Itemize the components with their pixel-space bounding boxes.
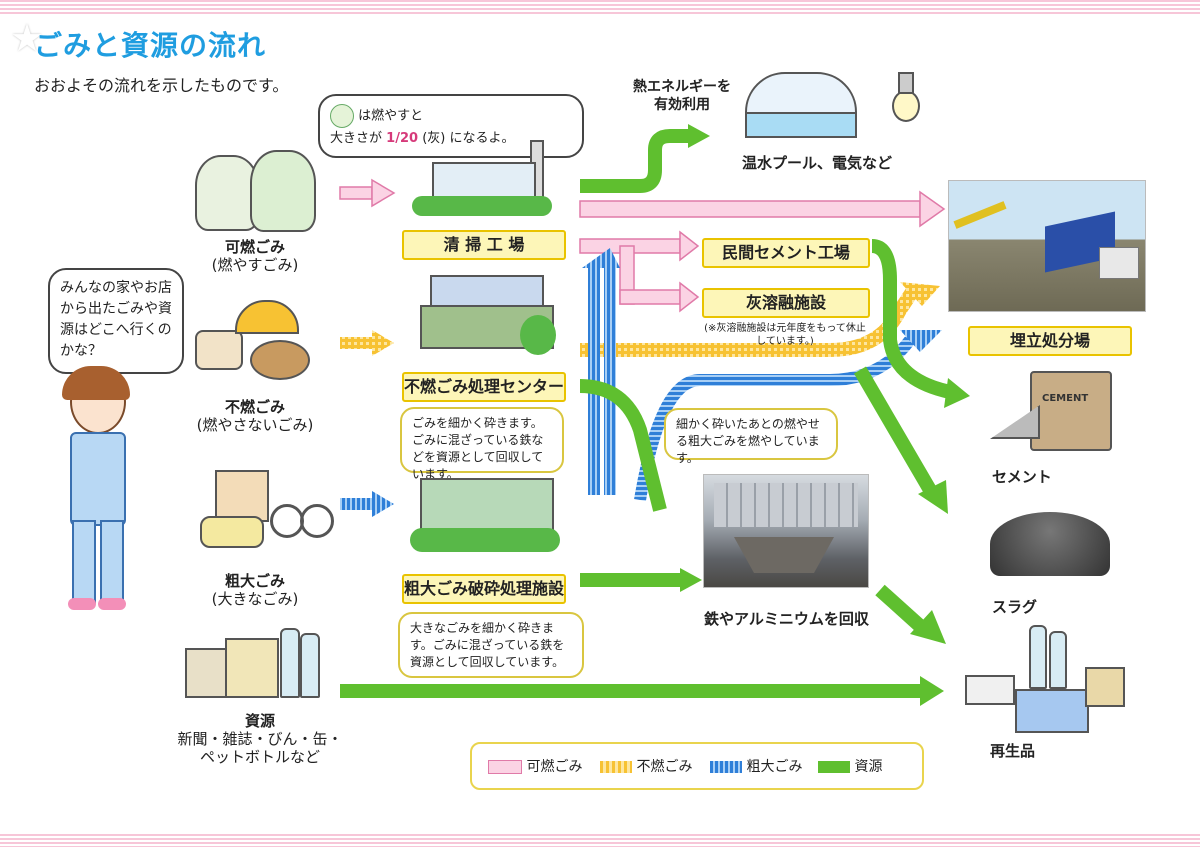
facility-sodai: 粗大ごみ破砕処理施設	[402, 574, 566, 604]
metal-recovery-photo	[703, 474, 869, 588]
arrow-seiso-to-cement	[579, 230, 700, 313]
page-subtitle: おおよその流れを示したものです。	[34, 76, 289, 95]
bottom-stripe	[0, 834, 1200, 847]
facility-ash-melt: 灰溶融施設	[702, 288, 870, 318]
slag-photo	[980, 492, 1120, 582]
funen-note: ごみを細かく砕きます。ごみに混ざっている鉄などを資源として回収しています。	[400, 407, 564, 481]
sodai-facility-icon	[410, 478, 560, 558]
cement-icon: CEMENT	[990, 365, 1116, 455]
girl-character	[40, 366, 150, 620]
pool-label: 温水プール、電気など	[742, 154, 893, 172]
funen-items-icon	[190, 300, 320, 380]
cement-label: セメント	[992, 468, 1052, 486]
arrow-funen-to-landfill	[580, 288, 918, 357]
girl-speech-bubble: みんなの家やお店から出たごみや資源はどこへ行くのかな？	[48, 268, 184, 374]
arrow-sodai-up-2	[604, 265, 616, 495]
facility-cement-factory: 民間セメント工場	[702, 238, 870, 268]
top-stripe	[0, 0, 1200, 16]
facility-funen: 不燃ごみ処理センター	[402, 372, 566, 402]
sodai-items-icon	[180, 470, 334, 550]
legend-swatch-shigen	[818, 761, 850, 773]
heat-label: 熱エネルギーを 有効利用	[633, 79, 731, 113]
category-sodai: 粗大ごみ (大きなごみ)	[211, 572, 299, 608]
metal-label: 鉄やアルミニウムを回収	[704, 610, 869, 628]
burn-ash: (灰)	[422, 131, 446, 146]
arrow-sodai-to-landfill	[634, 336, 915, 501]
category-funen: 不燃ごみ (燃やさないごみ)	[196, 398, 314, 434]
legend-swatch-kanen	[488, 760, 522, 774]
recycle-items-icon	[965, 625, 1135, 735]
category-shigen: 資源 新聞・雑誌・びん・缶・ ペットボトルなど	[177, 712, 343, 766]
legend-item-sodai: 粗大ごみ	[710, 756, 802, 776]
arrow-seiso-to-landfill	[579, 190, 946, 228]
arrow-ash-to-slag	[853, 366, 937, 494]
burn-suffix: になるよ。	[449, 131, 515, 146]
burn-fraction: 1/20	[386, 131, 419, 146]
arrow-sodai-up-1	[588, 265, 600, 495]
funen-center-icon	[410, 275, 560, 363]
incinerator-icon	[412, 140, 552, 218]
arrow-factory-to-cement	[871, 239, 952, 399]
legend-swatch-funen	[600, 761, 632, 773]
burn-size: 大きさが	[330, 131, 383, 146]
legend: 可燃ごみ 不燃ごみ 粗大ごみ 資源	[470, 742, 924, 790]
slag-label: スラグ	[992, 598, 1038, 616]
crush-note: 細かく砕いたあとの燃やせる粗大ごみを燃やしています。	[664, 408, 838, 465]
legend-item-kanen: 可燃ごみ	[488, 756, 582, 776]
legend-item-shigen: 資源	[818, 756, 882, 776]
landfill-photo	[948, 180, 1146, 312]
arrow-shigen-to-recycle	[340, 684, 920, 698]
sodai-note: 大きなごみを細かく砕きます。ごみに混ざっている鉄を資源として回収しています。	[398, 612, 584, 678]
shigen-items-icon	[185, 628, 335, 698]
category-kanen: 可燃ごみ (燃やすごみ)	[211, 238, 299, 274]
facility-landfill: 埋立処分場	[968, 326, 1132, 356]
page-title: ごみと資源の流れ	[34, 29, 267, 62]
legend-swatch-sodai	[710, 761, 742, 773]
ash-note: (※灰溶融施設は元年度をもって休止しています。)	[704, 323, 866, 347]
arrow-kanen-to-seiso	[339, 178, 396, 208]
arrow-metal-to-recycle	[875, 584, 925, 632]
pool-icon	[745, 72, 857, 138]
kanen-bag-icon	[195, 145, 316, 232]
star-icon: ★	[10, 16, 45, 60]
arrow-sodai-to-facility	[340, 491, 394, 517]
arrow-funen-to-center	[340, 330, 394, 356]
garbage-bag-icon	[330, 104, 354, 128]
burn-prefix: は燃やすと	[358, 108, 424, 124]
lightbulb-icon	[878, 72, 928, 128]
arrow-funen-to-metal	[579, 379, 667, 512]
arrow-seiso-to-heat	[580, 129, 690, 193]
facility-seiso: 清 掃 工 場	[402, 230, 566, 260]
legend-item-funen: 不燃ごみ	[600, 756, 692, 776]
recycle-label: 再生品	[990, 742, 1036, 760]
